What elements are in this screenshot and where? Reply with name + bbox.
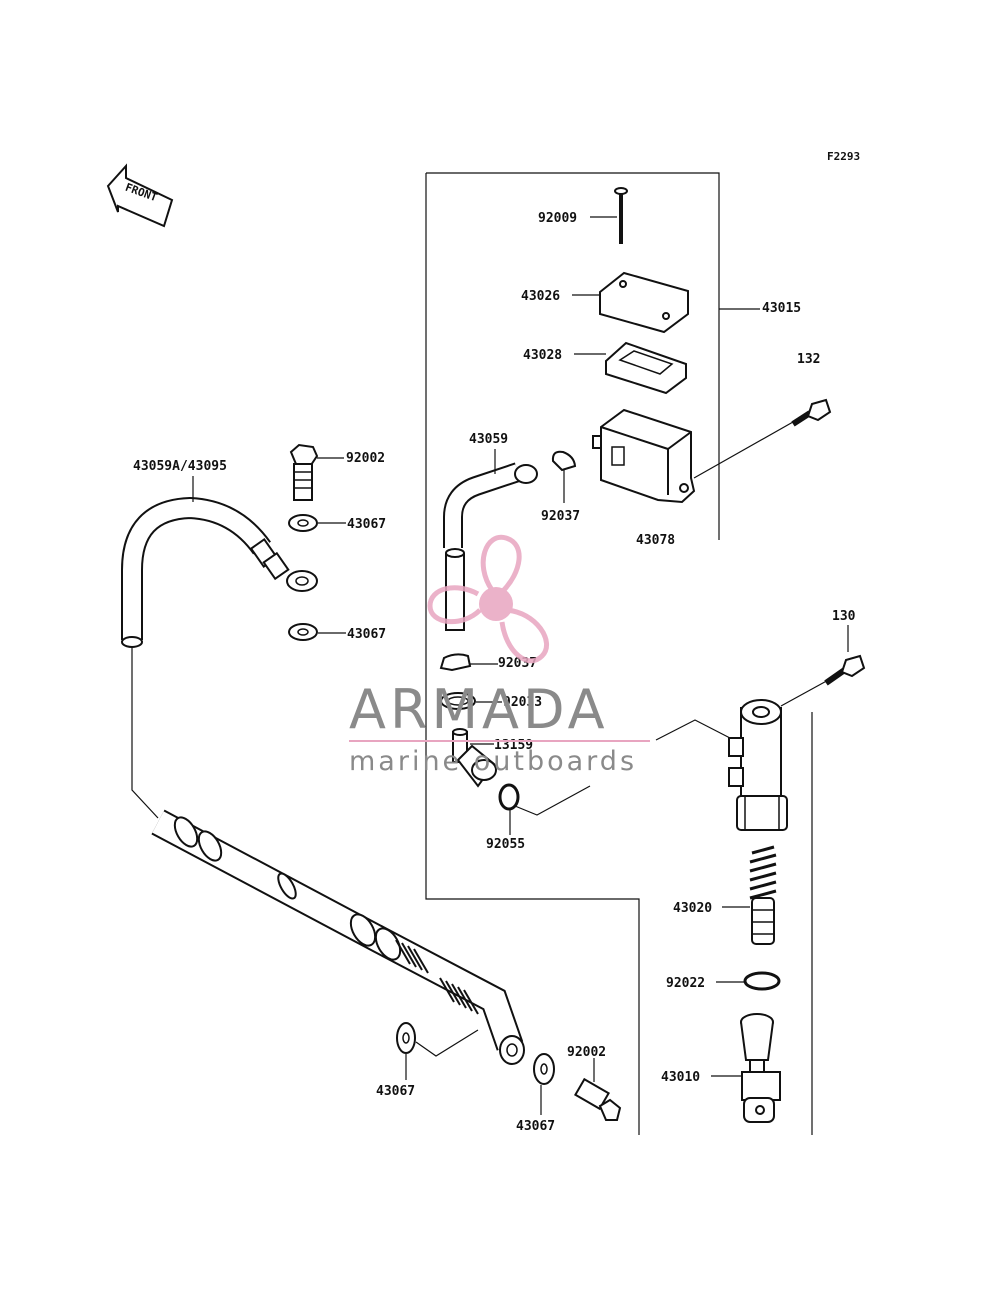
washer-43067-c bbox=[396, 1022, 416, 1054]
banjo-bolt-92002-top bbox=[289, 443, 319, 501]
label-43078: 43078 bbox=[636, 533, 675, 548]
label-92002-top: 92002 bbox=[346, 451, 385, 466]
diaphragm-43028 bbox=[605, 341, 687, 395]
washer-43067-a bbox=[288, 514, 318, 532]
label-43010: 43010 bbox=[661, 1070, 700, 1085]
hose-43059 bbox=[443, 462, 538, 631]
o-ring-92055 bbox=[498, 783, 520, 811]
push-rod-43010 bbox=[740, 1013, 781, 1123]
label-92022: 92022 bbox=[666, 976, 705, 991]
assembly-frame-left bbox=[425, 173, 640, 1135]
label-43028: 43028 bbox=[523, 348, 562, 363]
label-92055: 92055 bbox=[486, 837, 525, 852]
screw-92009 bbox=[614, 187, 628, 244]
label-43015: 43015 bbox=[762, 301, 801, 316]
clamp-92033 bbox=[440, 692, 476, 710]
label-92033: 92033 bbox=[503, 695, 542, 710]
watermark-title: ARMADA bbox=[349, 678, 609, 741]
clip-92037-a bbox=[551, 450, 577, 472]
label-43067-b: 43067 bbox=[347, 627, 386, 642]
armada-logo bbox=[427, 534, 550, 664]
washer-43067-b bbox=[288, 623, 318, 641]
clip-92037-b bbox=[439, 653, 472, 672]
label-43026: 43026 bbox=[521, 289, 560, 304]
label-43059a: 43059A/43095 bbox=[133, 459, 227, 474]
watermark-subtitle: marine outboards bbox=[349, 746, 637, 777]
fitting-13159 bbox=[452, 728, 497, 788]
banjo-bolt-92002-bot bbox=[574, 1077, 622, 1121]
snap-ring-92022 bbox=[743, 971, 781, 991]
label-92002-bot: 92002 bbox=[567, 1045, 606, 1060]
label-43067-d: 43067 bbox=[516, 1119, 555, 1134]
hose-43059a bbox=[121, 496, 318, 648]
reservoir-cap-43026 bbox=[599, 271, 689, 334]
label-43020: 43020 bbox=[673, 901, 712, 916]
label-92037-b: 92037 bbox=[498, 656, 537, 671]
assembly-frame bbox=[426, 172, 720, 540]
label-43067-a: 43067 bbox=[347, 517, 386, 532]
label-130: 130 bbox=[832, 609, 856, 624]
label-132: 132 bbox=[797, 352, 820, 367]
diagram-code: F2293 bbox=[827, 150, 860, 163]
label-92009: 92009 bbox=[538, 211, 577, 226]
master-cylinder-body bbox=[728, 699, 788, 831]
piston-spring-43020 bbox=[749, 845, 777, 945]
washer-43067-d bbox=[533, 1053, 555, 1085]
label-43059: 43059 bbox=[469, 432, 508, 447]
hose-lower bbox=[151, 809, 525, 1065]
reservoir-43078 bbox=[592, 408, 696, 504]
label-92037-a: 92037 bbox=[541, 509, 580, 524]
bolt-132 bbox=[693, 398, 832, 479]
label-43067-c: 43067 bbox=[376, 1084, 415, 1099]
bolt-130 bbox=[780, 654, 866, 707]
front-arrow-icon: FRONT bbox=[106, 163, 174, 228]
